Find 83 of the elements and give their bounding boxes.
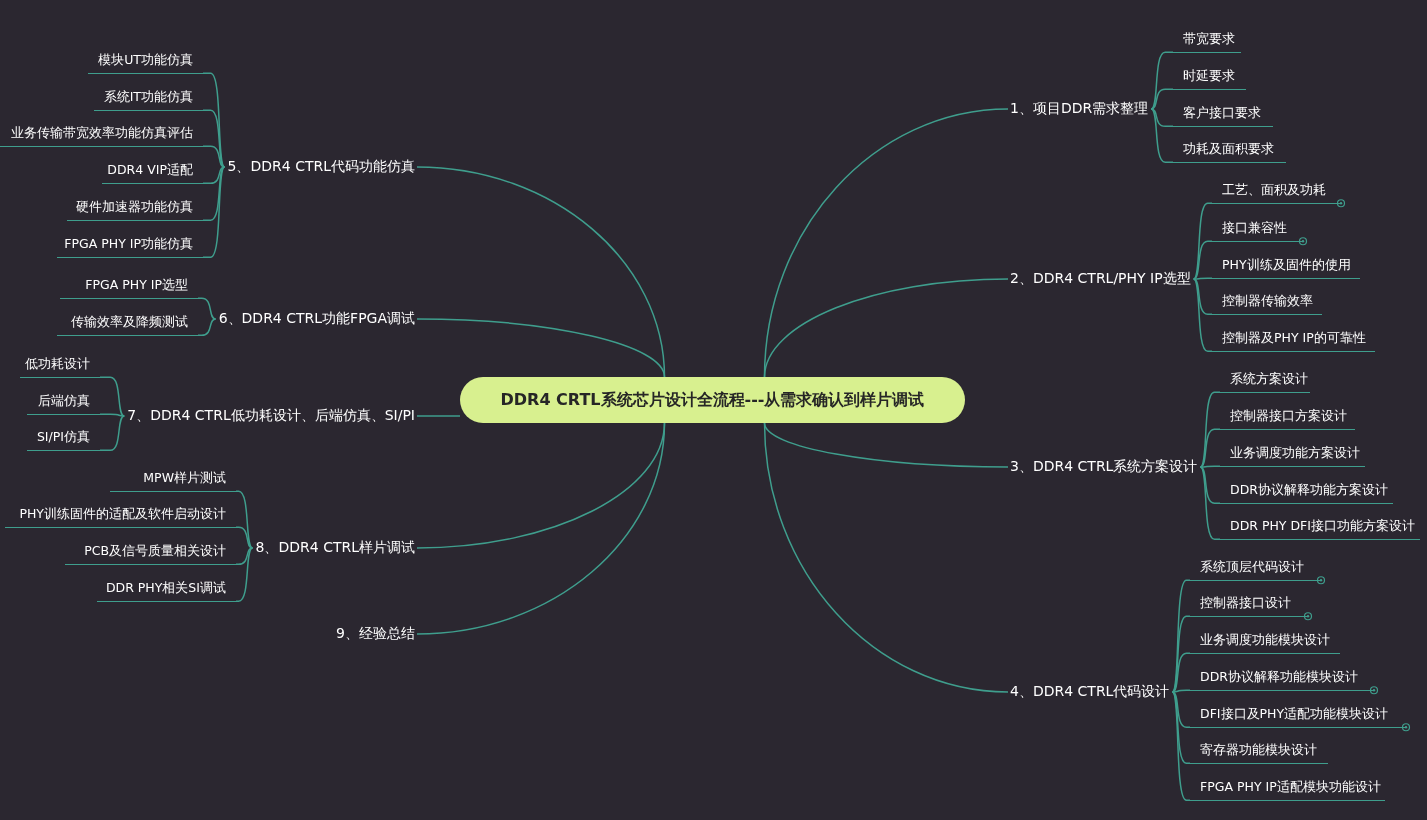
branch-topic: 2、DDR4 CTRL/PHY IP选型 xyxy=(1010,268,1191,288)
subtopic: 带宽要求 xyxy=(1173,29,1241,53)
connector-line xyxy=(1199,466,1221,504)
connector-line xyxy=(235,547,254,602)
subtopic: 硬件加速器功能仿真 xyxy=(67,197,203,221)
connector-line xyxy=(202,145,226,168)
connector-line xyxy=(763,422,1009,468)
connector-line xyxy=(1199,428,1221,468)
subtopic: 寄存器功能模块设计 xyxy=(1190,740,1328,764)
connector-line xyxy=(1199,466,1221,540)
subtopic: PHY训练及固件的使用 xyxy=(1212,255,1360,279)
subtopic: 低功耗设计 xyxy=(20,354,100,378)
connector-line xyxy=(1192,240,1213,280)
subtopic: MPW样片测试 xyxy=(110,468,236,492)
subtopic: 控制器传输效率 xyxy=(1212,291,1322,315)
connector-line xyxy=(1171,615,1191,693)
central-topic: DDR4 CRTL系统芯片设计全流程---从需求确认到样片调试 xyxy=(460,377,965,423)
connector-line xyxy=(197,297,217,320)
subtopic: DDR协议解释功能方案设计 xyxy=(1220,480,1393,504)
subtopic: SI/PI仿真 xyxy=(27,427,100,451)
connector-line xyxy=(99,415,126,451)
connector-line xyxy=(202,166,226,221)
connector-line xyxy=(1199,465,1221,468)
connector-line xyxy=(197,318,217,336)
subtopic: 系统顶层代码设计 xyxy=(1190,557,1320,581)
subtopic: 系统IT功能仿真 xyxy=(94,87,203,111)
connector-line xyxy=(1150,108,1174,127)
connector-line xyxy=(1171,691,1191,764)
subtopic: PHY训练固件的适配及软件启动设计 xyxy=(5,504,236,528)
connector-line xyxy=(202,109,226,168)
connector-line xyxy=(1150,88,1174,110)
subtopic: 接口兼容性 xyxy=(1212,218,1302,242)
connector-line xyxy=(235,526,254,549)
branch-topic: 7、DDR4 CTRL低功耗设计、后端仿真、SI/PI xyxy=(127,405,415,425)
subtopic: DDR协议解释功能模块设计 xyxy=(1190,667,1373,691)
branch-topic: 3、DDR4 CTRL系统方案设计 xyxy=(1010,456,1198,476)
connector-line xyxy=(416,422,666,635)
connector-line xyxy=(1199,391,1221,468)
connector-line xyxy=(763,278,1009,378)
connector-line xyxy=(1171,691,1191,801)
subtopic: 时延要求 xyxy=(1173,66,1246,90)
subtopic: 后端仿真 xyxy=(27,391,100,415)
branch-topic: 8、DDR4 CTRL样片调试 xyxy=(255,537,415,557)
connector-line xyxy=(1171,691,1191,728)
subtopic: DFI接口及PHY适配功能模块设计 xyxy=(1190,704,1405,728)
branch-topic: 6、DDR4 CTRL功能FPGA调试 xyxy=(218,308,415,328)
connector-line xyxy=(1171,579,1191,693)
subtopic: DDR PHY相关SI调试 xyxy=(97,578,236,602)
subtopic: 系统方案设计 xyxy=(1220,369,1310,393)
branch-topic: 4、DDR4 CTRL代码设计 xyxy=(1010,681,1170,701)
subtopic: 业务调度功能模块设计 xyxy=(1190,630,1340,654)
connector-line xyxy=(1171,652,1191,693)
subtopic: 业务调度功能方案设计 xyxy=(1220,443,1365,467)
connector-line xyxy=(763,422,1009,693)
subtopic: DDR4 VIP适配 xyxy=(102,160,203,184)
subtopic: PCB及信号质量相关设计 xyxy=(65,541,236,565)
subtopic: 控制器及PHY IP的可靠性 xyxy=(1212,328,1375,352)
branch-topic: 1、项目DDR需求整理 xyxy=(1010,98,1149,118)
connector-line xyxy=(416,318,666,378)
subtopic: 业务传输带宽效率功能仿真评估 xyxy=(0,123,203,147)
subtopic: 模块UT功能仿真 xyxy=(88,50,203,74)
connector-line xyxy=(1192,278,1213,352)
connector-line xyxy=(202,166,226,258)
subtopic: 工艺、面积及功耗 xyxy=(1212,180,1340,204)
connector-line xyxy=(416,415,461,417)
connector-line xyxy=(1192,278,1213,315)
subtopic: 控制器接口方案设计 xyxy=(1220,406,1355,430)
branch-topic: 5、DDR4 CTRL代码功能仿真 xyxy=(227,156,415,176)
subtopic: FPGA PHY IP功能仿真 xyxy=(57,234,203,258)
subtopic: 客户接口要求 xyxy=(1173,103,1273,127)
connector-line xyxy=(99,376,126,417)
subtopic: FPGA PHY IP适配模块功能设计 xyxy=(1190,777,1385,801)
subtopic: 控制器接口设计 xyxy=(1190,593,1307,617)
connector-line xyxy=(1192,202,1213,280)
connector-line xyxy=(235,490,254,549)
subtopic: FPGA PHY IP选型 xyxy=(60,275,198,299)
connector-line xyxy=(1171,689,1191,693)
subtopic: 传输效率及降频测试 xyxy=(57,312,198,336)
connector-line xyxy=(1192,277,1213,280)
subtopic: 功耗及面积要求 xyxy=(1173,139,1286,163)
branch-topic: 9、经验总结 xyxy=(336,623,415,643)
subtopic: DDR PHY DFI接口功能方案设计 xyxy=(1220,516,1420,540)
connector-line xyxy=(99,413,126,417)
